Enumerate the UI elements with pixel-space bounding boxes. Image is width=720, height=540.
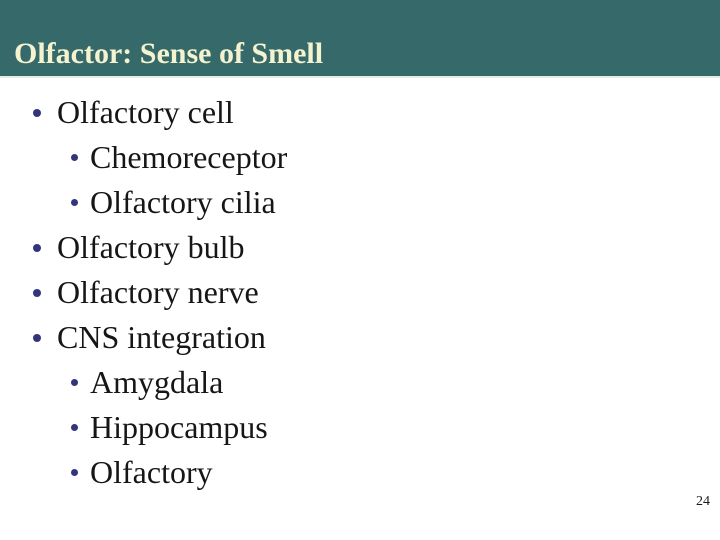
bullet-dot-icon bbox=[33, 243, 41, 252]
bullet-dot-icon bbox=[33, 108, 41, 117]
bullet-item-label: Olfactory bulb bbox=[57, 229, 245, 265]
bullet-item: Olfactory cilia bbox=[0, 180, 720, 225]
bullet-item-label: Olfactory bbox=[90, 454, 213, 490]
bullet-item-label: Olfactory nerve bbox=[57, 274, 259, 310]
bullet-item: Olfactory cell bbox=[0, 90, 720, 135]
bullet-item-label: Hippocampus bbox=[90, 409, 268, 445]
bullet-item: Olfactory bulb bbox=[0, 225, 720, 270]
bullet-item: Chemoreceptor bbox=[0, 135, 720, 180]
bullet-dot-icon bbox=[71, 199, 78, 206]
bullet-item: CNS integration bbox=[0, 315, 720, 360]
bullet-item-label: Olfactory cell bbox=[57, 94, 234, 130]
bullet-item: Olfactory nerve bbox=[0, 270, 720, 315]
bullet-dot-icon bbox=[33, 288, 41, 297]
bullet-item: Olfactory bbox=[0, 450, 720, 495]
bullet-item: Hippocampus bbox=[0, 405, 720, 450]
bullet-item-label: CNS integration bbox=[57, 319, 266, 355]
bullet-dot-icon bbox=[71, 154, 78, 161]
slide-header: Olfactor: Sense of Smell bbox=[0, 0, 720, 78]
bullet-dot-icon bbox=[71, 379, 78, 386]
slide-title: Olfactor: Sense of Smell bbox=[14, 37, 324, 70]
bullet-item-label: Olfactory cilia bbox=[90, 184, 276, 220]
bullet-dot-icon bbox=[71, 424, 78, 431]
bullet-item-label: Chemoreceptor bbox=[90, 139, 288, 175]
bullet-dot-icon bbox=[71, 469, 78, 476]
page-number: 24 bbox=[696, 494, 710, 509]
bullet-item: Amygdala bbox=[0, 360, 720, 405]
bullet-dot-icon bbox=[33, 333, 41, 342]
bullet-item-label: Amygdala bbox=[90, 364, 224, 400]
